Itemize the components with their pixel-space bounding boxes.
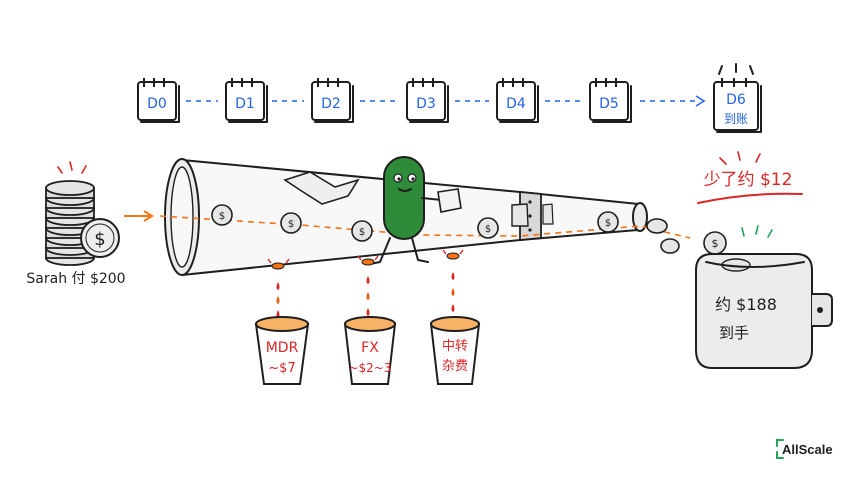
svg-text:$: $ [605, 218, 611, 229]
leak-drip-fx [357, 255, 379, 316]
arrival-label: 到账 [724, 112, 748, 126]
day-label-d4: D4 [506, 96, 526, 112]
coin-icon: $ [703, 231, 727, 255]
coin-icon: $ [211, 204, 233, 226]
fee-note-transfer: 杂费 [442, 359, 468, 374]
calendar-icon-d3: D3 [406, 78, 449, 123]
fee-name-transfer: 中转 [442, 339, 468, 354]
fee-cup-mdr: MDR ~$7 [254, 316, 310, 385]
fee-name-mdr: MDR [266, 340, 299, 356]
calendar-icon-d2: D2 [311, 78, 354, 123]
fee-amount-mdr: ~$7 [268, 361, 295, 376]
wallet-note: 到手 [719, 324, 749, 342]
timeline: D0 D1 D2 D3 [137, 63, 762, 133]
calendar-icon-d6: D6 到账 [713, 63, 762, 133]
day-label-d6: D6 [726, 92, 746, 108]
brand-name: AllScale [782, 442, 833, 457]
fee-amount-fx: ~$2~3 [348, 361, 391, 375]
inlet-arrow [124, 210, 154, 222]
calendar-icon-d0: D0 [137, 78, 180, 123]
calendar-icon-d4: D4 [496, 78, 539, 123]
fee-cup-fx: FX ~$2~3 [343, 316, 397, 385]
coin-icon: $ [597, 211, 619, 233]
svg-text:$: $ [359, 227, 365, 238]
sender-label: Sarah 付 $200 [26, 271, 125, 287]
coin-icon [646, 218, 668, 234]
wallet-icon: 约 $188 到手 [695, 225, 833, 369]
leak-drip-transfer [442, 249, 464, 312]
calendar-icon-d1: D1 [225, 78, 268, 123]
leak-drip-mdr [267, 258, 290, 318]
day-label-d2: D2 [321, 96, 341, 112]
arrow-head-icon [695, 95, 706, 107]
loss-annotation: 少了约 $12 [697, 151, 803, 204]
day-label-d0: D0 [147, 96, 167, 112]
day-label-d5: D5 [599, 96, 619, 112]
fee-creature-icon [369, 156, 462, 265]
allscale-logo: AllScale [776, 439, 833, 459]
loss-label: 少了约 $12 [704, 170, 793, 190]
svg-text:$: $ [219, 211, 225, 222]
coin-icon: $ [351, 220, 373, 242]
wallet-amount: 约 $188 [715, 295, 777, 314]
day-label-d1: D1 [235, 96, 255, 112]
fee-cup-transfer: 中转 杂费 [429, 316, 481, 385]
svg-text:$: $ [712, 237, 719, 250]
coin-icon [660, 238, 680, 254]
svg-text:$: $ [94, 229, 105, 250]
coin-icon: $ [477, 217, 499, 239]
fee-name-fx: FX [361, 340, 379, 356]
calendar-icon-d5: D5 [589, 78, 632, 123]
svg-text:$: $ [288, 219, 294, 230]
day-label-d3: D3 [416, 96, 436, 112]
coin-icon: $ [280, 212, 302, 234]
coin-stack-icon: $ [45, 161, 120, 266]
svg-text:$: $ [485, 224, 491, 235]
